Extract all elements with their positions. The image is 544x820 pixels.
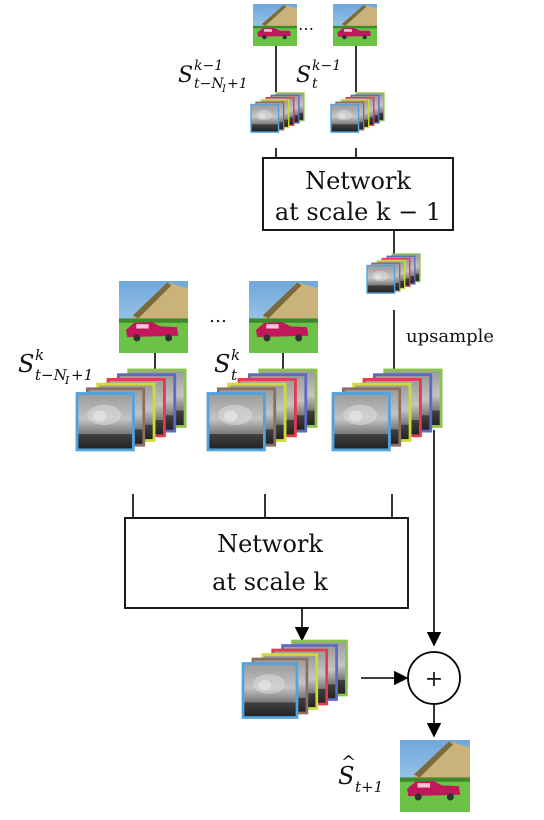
fine-input-label-last: S k t xyxy=(214,346,240,384)
frame-stack xyxy=(366,253,421,294)
coarse-input-image-last xyxy=(333,4,377,46)
fine-scale-inputs: … xyxy=(119,281,318,353)
frame-stack xyxy=(250,92,305,133)
coarse-output-stack xyxy=(366,253,421,294)
fine-input-image-first xyxy=(119,281,188,353)
coarse-feature-stack-first xyxy=(250,92,305,133)
svg-text:^: ^ xyxy=(341,752,356,773)
feature-map-frame xyxy=(331,392,391,452)
svg-text:I: I xyxy=(221,84,227,95)
svg-text:S: S xyxy=(214,350,230,378)
frame-stack xyxy=(241,639,348,719)
sum-node: + xyxy=(407,651,461,705)
refinement-output-stack xyxy=(241,639,348,719)
feature-map-frame xyxy=(366,264,396,294)
feature-map-frame xyxy=(250,103,280,133)
coarse-scale-inputs: … xyxy=(253,4,377,46)
sum-symbol: + xyxy=(425,667,443,692)
fine-feature-stack-last xyxy=(206,368,318,452)
feature-map-frame xyxy=(75,392,135,452)
coarse-ellipsis: … xyxy=(298,15,314,34)
svg-text:+1: +1 xyxy=(71,366,93,384)
svg-text:k−1: k−1 xyxy=(194,58,223,74)
svg-text:t: t xyxy=(312,76,318,92)
network-box-coarse: Network at scale k − 1 xyxy=(262,157,454,231)
network-box-fine-line2: at scale k xyxy=(212,568,328,596)
svg-text:S: S xyxy=(18,350,34,378)
coarse-input-label-last: S k−1 t xyxy=(296,58,341,92)
svg-text:I: I xyxy=(64,374,70,387)
svg-text:k−1: k−1 xyxy=(312,58,341,74)
frame-stack xyxy=(330,92,385,133)
feature-map-frame xyxy=(330,103,360,133)
upsampled-coarse-stack xyxy=(331,368,443,452)
svg-text:t: t xyxy=(231,366,238,384)
frame-stack xyxy=(206,368,318,452)
svg-text:S: S xyxy=(296,63,311,88)
svg-text:t−N: t−N xyxy=(35,366,68,384)
frame-stack xyxy=(75,368,187,452)
coarse-input-label-first: S k−1 t−N I +1 xyxy=(178,58,248,95)
output-label: S ^ t+1 xyxy=(338,752,383,796)
network-box-coarse-line1: Network xyxy=(305,167,411,195)
frame-stack xyxy=(331,368,443,452)
fine-input-image-last xyxy=(249,281,318,353)
fine-feature-stack-first xyxy=(75,368,187,452)
svg-text:t+1: t+1 xyxy=(355,778,383,796)
coarse-input-image-first xyxy=(253,4,297,46)
fine-ellipsis: … xyxy=(209,306,227,327)
predicted-frame-image xyxy=(400,740,470,812)
feature-map-frame xyxy=(241,662,299,719)
svg-text:S: S xyxy=(178,63,193,88)
svg-text:+1: +1 xyxy=(227,76,248,92)
network-box-fine-line1: Network xyxy=(217,530,323,558)
coarse-feature-stack-last xyxy=(330,92,385,133)
svg-text:k: k xyxy=(35,346,44,364)
network-box-coarse-line2: at scale k − 1 xyxy=(275,198,441,226)
fine-input-label-first: S k t−N I +1 xyxy=(18,346,93,387)
upsample-label: upsample xyxy=(406,326,494,347)
svg-text:t−N: t−N xyxy=(194,76,224,92)
svg-text:S: S xyxy=(338,762,354,790)
network-box-fine: Network at scale k xyxy=(124,517,409,609)
svg-text:k: k xyxy=(231,346,240,364)
feature-map-frame xyxy=(206,392,266,452)
